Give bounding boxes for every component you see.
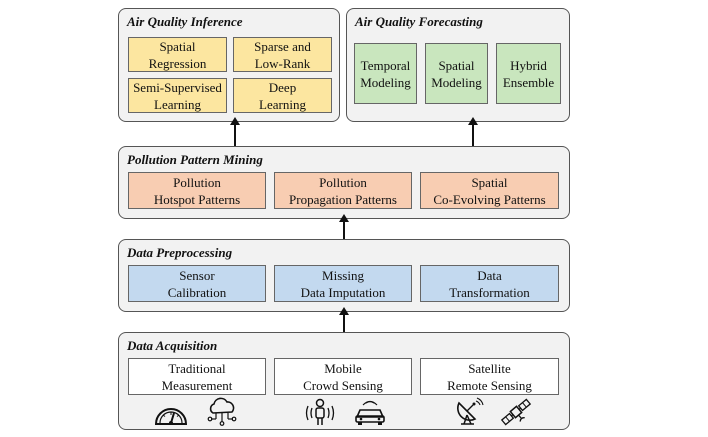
satellite-icon: [500, 398, 532, 426]
missing-data-imputation-box: Missing Data Imputation: [274, 265, 412, 302]
car-icon: [355, 400, 385, 425]
pollution-pattern-mining-panel: Pollution Pattern Mining Pollution Hotsp…: [118, 146, 570, 219]
panel-title: Pollution Pattern Mining: [127, 152, 263, 167]
air-quality-inference-panel: Air Quality Inference Spatial Regression…: [118, 8, 340, 122]
satellite-dish-icon: [457, 397, 484, 425]
temporal-modeling-box: Temporal Modeling: [354, 43, 417, 104]
propagation-patterns-box: Pollution Propagation Patterns: [274, 172, 412, 209]
arrow-mining-to-inference: [230, 117, 240, 146]
data-preprocessing-panel: Data Preprocessing Sensor Calibration Mi…: [118, 239, 570, 312]
mobile-crowd-sensing-box: Mobile Crowd Sensing: [274, 358, 412, 395]
sensor-calibration-box: Sensor Calibration: [128, 265, 266, 302]
person-signal-icon: [305, 398, 335, 425]
co-evolving-patterns-box: Spatial Co-Evolving Patterns: [420, 172, 559, 209]
semi-supervised-learning-box: Semi-Supervised Learning: [128, 78, 227, 113]
traditional-measurement-box: Traditional Measurement: [128, 358, 266, 395]
panel-title: Air Quality Forecasting: [355, 14, 483, 29]
arrow-preprocessing-to-mining: [339, 214, 349, 239]
panel-title: Data Acquisition: [127, 338, 218, 353]
data-acquisition-panel: Data Acquisition Traditional Measurement…: [118, 332, 570, 430]
spatial-modeling-box: Spatial Modeling: [425, 43, 488, 104]
gauge-icon: [154, 408, 188, 425]
panel-title: Air Quality Inference: [127, 14, 243, 29]
arrow-acquisition-to-preprocessing: [339, 307, 349, 332]
satellite-remote-sensing-box: Satellite Remote Sensing: [420, 358, 559, 395]
hybrid-ensemble-box: Hybrid Ensemble: [496, 43, 561, 104]
data-transformation-box: Data Transformation: [420, 265, 559, 302]
hotspot-patterns-box: Pollution Hotspot Patterns: [128, 172, 266, 209]
arrow-mining-to-forecasting: [468, 117, 478, 146]
sparse-low-rank-box: Sparse and Low-Rank: [233, 37, 332, 72]
spatial-regression-box: Spatial Regression: [128, 37, 227, 72]
panel-title: Data Preprocessing: [127, 245, 233, 260]
cloud-network-icon: [207, 397, 237, 426]
air-quality-forecasting-panel: Air Quality Forecasting Temporal Modelin…: [346, 8, 570, 122]
deep-learning-box: Deep Learning: [233, 78, 332, 113]
